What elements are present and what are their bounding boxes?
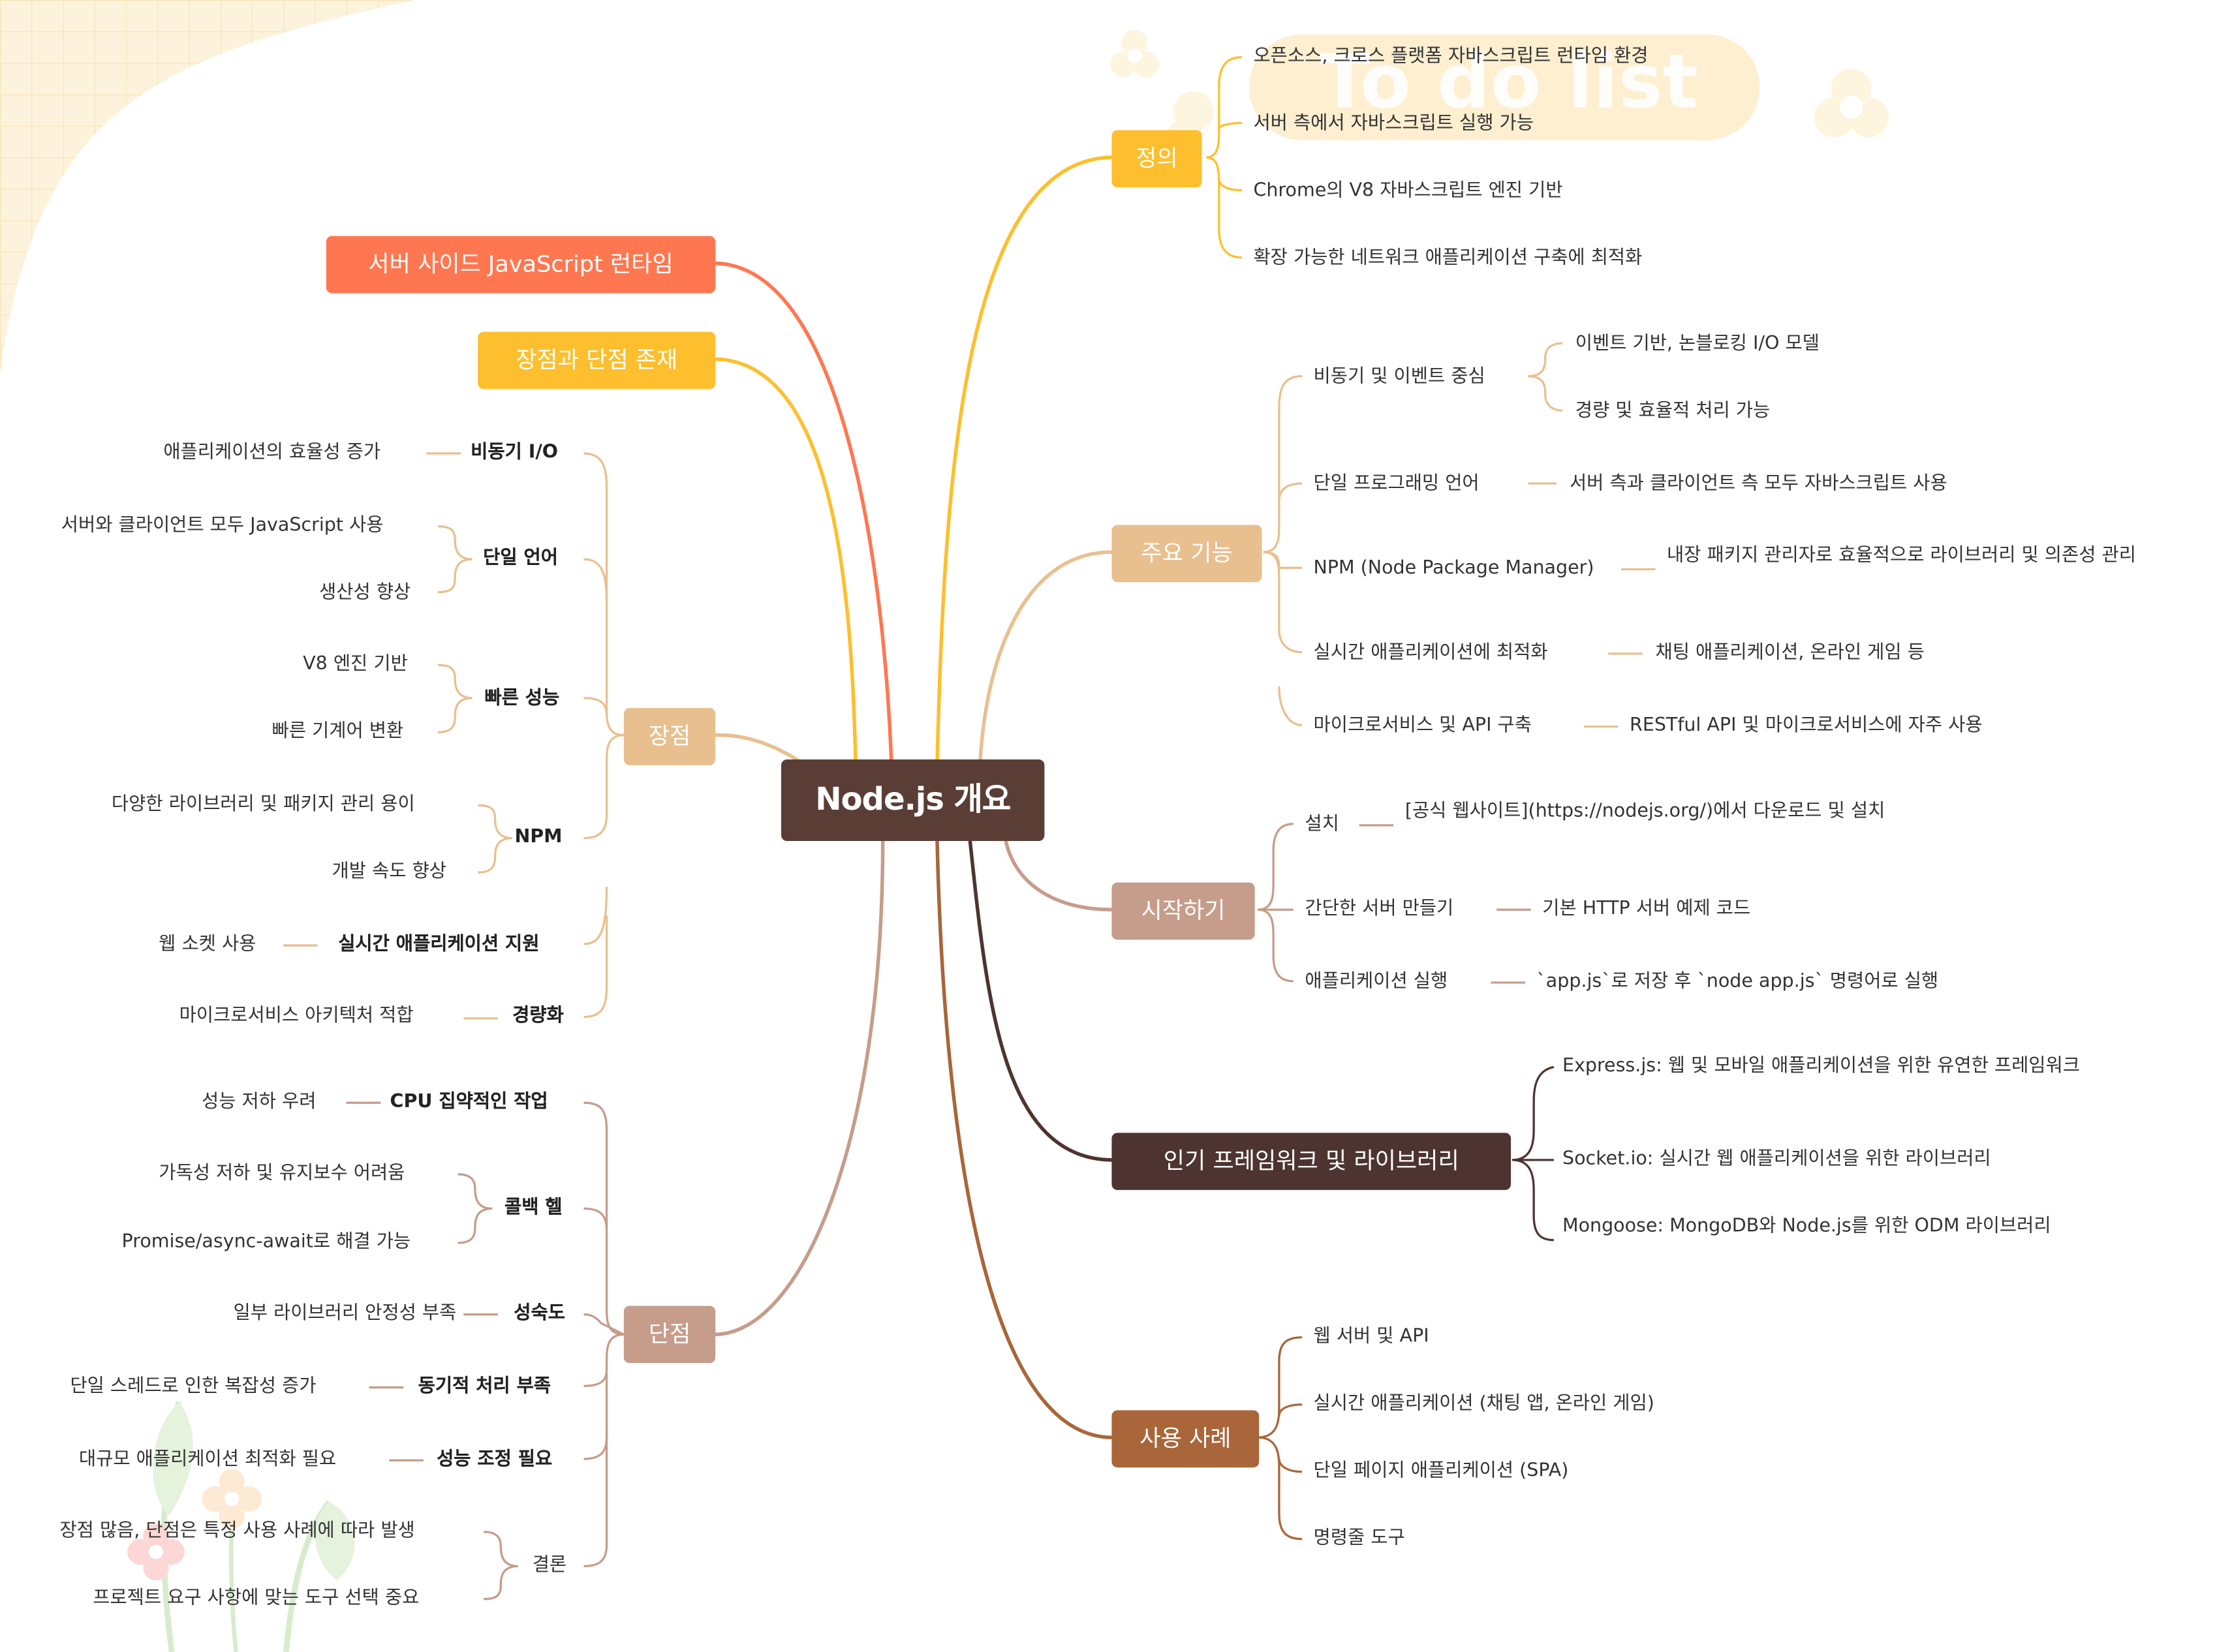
topic-getting-started[interactable]: 시작하기: [1111, 882, 1255, 940]
pros-item-npm[interactable]: NPM: [514, 827, 563, 848]
root-node[interactable]: Node.js 개요: [781, 759, 1045, 842]
link-features: [978, 550, 1112, 763]
topic-server-runtime[interactable]: 서버 사이드 JavaScript 런타임: [326, 236, 716, 294]
cons-detail[interactable]: 장점 많음, 단점은 특정 사용 사례에 따라 발생: [59, 1520, 415, 1542]
pros-item-async-io[interactable]: 비동기 I/O: [471, 442, 558, 464]
features-detail[interactable]: 서버 측과 클라이언트 측 모두 자바스크립트 사용: [1569, 473, 1947, 495]
cons-detail[interactable]: 성능 저하 우려: [202, 1091, 317, 1113]
frameworks-bracket: [1512, 1065, 1555, 1242]
cons-item-maturity[interactable]: 성숙도: [514, 1303, 565, 1324]
features-item-single-language[interactable]: 단일 프로그래밍 언어: [1313, 473, 1480, 495]
pros-detail[interactable]: 빠른 기계어 변환: [271, 720, 404, 742]
cons-item-sync-processing[interactable]: 동기적 처리 부족: [418, 1375, 551, 1398]
features-detail[interactable]: RESTful API 및 마이크로서비스에 자주 사용: [1630, 715, 1983, 737]
definition-item[interactable]: 서버 측에서 자바스크립트 실행 가능: [1253, 113, 1534, 135]
cons-detail[interactable]: 일부 라이브러리 안정성 부족: [233, 1303, 457, 1324]
use-case-item[interactable]: 단일 페이지 애플리케이션 (SPA): [1313, 1460, 1569, 1482]
watermark-flower-icon: [1110, 30, 1889, 153]
pros-detail[interactable]: 마이크로서비스 아키텍처 적합: [179, 1005, 414, 1027]
link-getting-started: [1004, 840, 1112, 911]
getting-started-item-install[interactable]: 설치: [1305, 814, 1339, 836]
features-item-realtime[interactable]: 실시간 애플리케이션에 최적화: [1313, 642, 1548, 664]
topic-use-cases[interactable]: 사용 사례: [1111, 1410, 1260, 1468]
frameworks-item[interactable]: Socket.io: 실시간 웹 애플리케이션을 위한 라이브러리: [1562, 1148, 1991, 1170]
getting-started-item-simple-server[interactable]: 간단한 서버 만들기: [1305, 898, 1454, 920]
cons-item-conclusion[interactable]: 결론: [532, 1554, 567, 1576]
topic-definition[interactable]: 정의: [1111, 130, 1202, 188]
cons-bracket: [346, 1101, 625, 1600]
use-case-item[interactable]: 실시간 애플리케이션 (채팅 앱, 온라인 게임): [1313, 1393, 1654, 1415]
cons-detail[interactable]: 단일 스레드로 인한 복잡성 증가: [70, 1375, 317, 1398]
cons-item-performance-tuning[interactable]: 성능 조정 필요: [437, 1448, 553, 1471]
topic-pros[interactable]: 장점: [623, 708, 716, 765]
topic-features[interactable]: 주요 기능: [1111, 525, 1262, 583]
features-bracket: [1263, 342, 1656, 728]
definition-item[interactable]: 오픈소스, 크로스 플랫폼 자바스크립트 런타임 환경: [1253, 46, 1649, 68]
pros-detail[interactable]: 개발 속도 향상: [332, 861, 446, 883]
pros-item-realtime[interactable]: 실시간 애플리케이션 지원: [338, 934, 540, 956]
link-use-cases: [935, 840, 1112, 1439]
definition-item[interactable]: 확장 가능한 네트워크 애플리케이션 구축에 최적화: [1253, 247, 1643, 269]
pros-detail[interactable]: 웹 소켓 사용: [159, 934, 256, 956]
watermark-text: To do list: [1319, 40, 1699, 126]
features-item-npm[interactable]: NPM (Node Package Manager): [1313, 557, 1594, 579]
getting-started-detail[interactable]: `app.js`로 저장 후 `node app.js` 명령어로 실행: [1536, 971, 1939, 993]
use-case-item[interactable]: 웹 서버 및 API: [1313, 1326, 1429, 1348]
features-item-async-event[interactable]: 비동기 및 이벤트 중심: [1313, 366, 1485, 388]
link-frameworks: [968, 840, 1112, 1162]
topic-cons[interactable]: 단점: [623, 1306, 716, 1364]
cons-detail[interactable]: 가독성 저하 및 유지보수 어려움: [159, 1163, 405, 1185]
getting-started-item-run-app[interactable]: 애플리케이션 실행: [1305, 971, 1448, 993]
pros-item-lightweight[interactable]: 경량화: [512, 1005, 564, 1027]
features-detail[interactable]: 경량 및 효율적 처리 가능: [1575, 400, 1771, 422]
topic-pros-cons-exist[interactable]: 장점과 단점 존재: [478, 331, 716, 390]
pros-detail[interactable]: 생산성 향상: [319, 582, 411, 604]
pros-detail[interactable]: 다양한 라이브러리 및 패키지 관리 용이: [111, 793, 415, 816]
link-server-runtime: [713, 261, 893, 763]
getting-started-bracket: [1257, 823, 1531, 984]
getting-started-detail[interactable]: 기본 HTTP 서버 예제 코드: [1542, 898, 1751, 920]
link-pros: [713, 733, 803, 764]
features-item-microservices[interactable]: 마이크로서비스 및 API 구축: [1313, 715, 1532, 737]
watermark-pill: [1248, 34, 1760, 140]
cons-detail[interactable]: 대규모 애플리케이션 최적화 필요: [78, 1448, 337, 1471]
cons-item-callback-hell[interactable]: 콜백 헬: [504, 1197, 563, 1219]
link-cons: [713, 841, 885, 1337]
pros-detail[interactable]: 애플리케이션의 효율성 증가: [163, 442, 381, 464]
cons-detail[interactable]: 프로젝트 요구 사항에 맞는 도구 선택 중요: [93, 1587, 420, 1610]
cons-detail[interactable]: Promise/async-await로 해결 가능: [121, 1231, 411, 1253]
pros-detail[interactable]: 서버와 클라이언트 모두 JavaScript 사용: [61, 515, 384, 537]
features-detail[interactable]: 이벤트 기반, 논블로킹 I/O 모델: [1575, 333, 1820, 355]
use-cases-bracket: [1257, 1336, 1303, 1540]
frameworks-item[interactable]: Mongoose: MongoDB와 Node.js를 위한 ODM 라이브러리: [1562, 1216, 2051, 1238]
pros-item-fast-performance[interactable]: 빠른 성능: [484, 688, 560, 710]
features-detail[interactable]: 내장 패키지 관리자로 효율적으로 라이브러리 및 의존성 관리: [1667, 545, 2136, 567]
pros-detail[interactable]: V8 엔진 기반: [303, 653, 408, 675]
pros-item-single-language[interactable]: 단일 언어: [483, 547, 558, 570]
getting-started-detail[interactable]: [공식 웹사이트](https://nodejs.org/)에서 다운로드 및 …: [1404, 801, 1885, 823]
definition-item[interactable]: Chrome의 V8 자바스크립트 엔진 기반: [1253, 180, 1563, 202]
pros-bracket: [283, 452, 624, 1020]
features-detail[interactable]: 채팅 애플리케이션, 온라인 게임 등: [1655, 642, 1925, 664]
cons-item-cpu-intensive[interactable]: CPU 집약적인 작업: [390, 1091, 548, 1113]
definition-bracket: [1205, 56, 1242, 259]
frameworks-item[interactable]: Express.js: 웹 및 모바일 애플리케이션을 위한 유연한 프레임워크: [1562, 1055, 2080, 1077]
link-definition: [935, 155, 1112, 763]
link-pros-cons: [713, 357, 858, 763]
plant-decoration: [127, 1401, 355, 1652]
use-case-item[interactable]: 명령줄 도구: [1313, 1527, 1405, 1550]
topic-frameworks[interactable]: 인기 프레임워크 및 라이브러리: [1111, 1133, 1511, 1190]
